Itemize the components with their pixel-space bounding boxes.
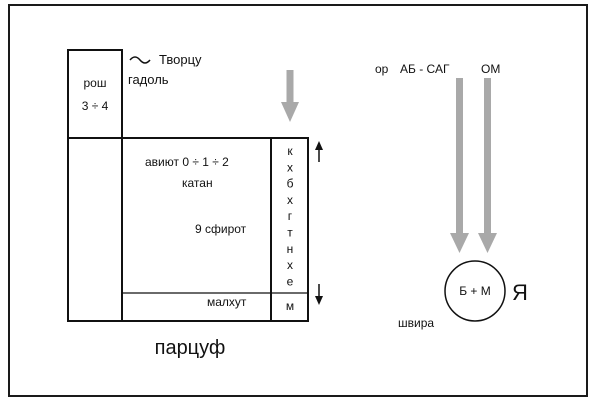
down-arrow-shaft: [286, 70, 294, 104]
om-arrow-head: [478, 233, 497, 253]
aviut-label: авиют 0 ÷ 1 ÷ 2: [145, 155, 229, 169]
column-letter: е: [287, 274, 294, 288]
column-letter: б: [287, 177, 294, 191]
gadol-label: гадоль: [128, 72, 169, 87]
sefirot-label: 9 сфирот: [195, 222, 247, 236]
bm-label: Б + М: [459, 284, 491, 298]
column-letter: т: [287, 226, 293, 240]
column-letter: г: [288, 209, 293, 223]
diagram-frame: [8, 4, 588, 397]
rosh-box: [67, 49, 123, 139]
ab-sag-arrow-shaft: [456, 78, 463, 235]
up-arrow-icon: [315, 141, 323, 150]
rosh-ratio: 3 ÷ 4: [82, 99, 109, 113]
ya-label: Я: [512, 280, 528, 305]
katan-label: катан: [182, 176, 213, 190]
rosh-label: рош: [84, 76, 107, 90]
ab-sag-arrow-head: [450, 233, 469, 253]
malkhut-label: малхут: [207, 295, 247, 309]
column-letter: х: [287, 193, 293, 207]
shvira-label: швира: [398, 316, 434, 330]
om-arrow-shaft: [484, 78, 491, 235]
bottom-cell-label: м: [286, 299, 294, 313]
wave-icon: [129, 56, 151, 64]
om-label: ОМ: [481, 62, 500, 76]
or-label: ор: [375, 62, 389, 76]
tvortsu-label: Творцу: [159, 52, 202, 67]
down-arrow-head: [281, 102, 299, 122]
partzuf-caption: парцуф: [155, 337, 226, 359]
down-arrow-icon: [315, 296, 323, 305]
column-letter: х: [287, 258, 293, 272]
column-letter: н: [287, 242, 294, 256]
bm-circle: [444, 260, 506, 322]
guf-box: [67, 137, 309, 322]
column-letter: к: [287, 144, 293, 158]
column-letter: х: [287, 160, 293, 174]
ab-sag-label: АБ - САГ: [400, 62, 450, 76]
